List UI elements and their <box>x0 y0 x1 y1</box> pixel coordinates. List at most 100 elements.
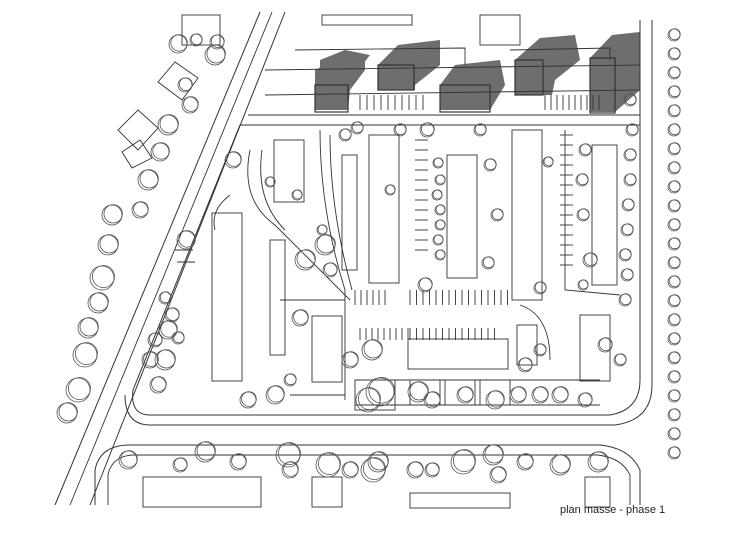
tree-canopy <box>434 204 446 216</box>
tree-canopy <box>239 391 257 409</box>
tree-canopy <box>667 427 681 441</box>
tree-canopy <box>542 156 554 168</box>
tree-canopy <box>582 252 598 268</box>
building-shadows <box>315 32 640 112</box>
tree-canopy <box>667 313 681 327</box>
tree-canopy <box>589 451 609 471</box>
tree-canopy <box>622 198 635 211</box>
tree-canopy <box>481 256 495 270</box>
tree-canopy <box>623 173 637 187</box>
tree-canopy <box>667 351 681 365</box>
tree-canopy <box>418 277 433 292</box>
tree-canopy <box>577 208 590 221</box>
tree-canopy <box>432 157 444 169</box>
tree-canopy <box>613 353 627 367</box>
tree-canopy <box>668 294 681 307</box>
tree-canopy <box>56 402 78 424</box>
internal-path <box>519 304 551 361</box>
tree-canopy <box>667 256 681 270</box>
tree-canopy <box>667 104 681 118</box>
tree-canopy <box>158 320 178 340</box>
road-edge <box>264 64 641 71</box>
tree-canopy <box>151 376 167 392</box>
tree-canopy <box>509 386 527 404</box>
tree-canopy <box>624 93 637 106</box>
tree-canopy <box>667 199 681 213</box>
tree-canopy <box>667 294 681 308</box>
building-h <box>407 338 509 370</box>
tree-canopy <box>315 452 341 478</box>
tree-canopy <box>369 451 389 471</box>
tree-canopy <box>485 390 505 410</box>
tree-canopy <box>491 208 504 221</box>
tree-canopy <box>283 373 297 387</box>
tree-canopy <box>626 123 639 136</box>
tree-canopy <box>408 461 424 477</box>
tree-canopy <box>172 457 188 473</box>
tree-canopy <box>614 353 627 366</box>
tree-canopy <box>101 204 123 226</box>
building-north-5 <box>589 57 616 114</box>
tree-canopy <box>620 268 634 282</box>
tree-canopy <box>323 262 338 277</box>
tree-canopy <box>317 452 341 475</box>
tree-canopy <box>667 332 681 346</box>
tree-canopy <box>667 85 681 99</box>
tree-canopy <box>196 441 216 461</box>
tree-canopy <box>489 466 507 484</box>
tree-canopy <box>420 122 435 137</box>
building-north-4 <box>514 59 544 96</box>
tree-canopy <box>231 453 247 469</box>
tree-canopy <box>576 173 589 186</box>
tree-canopy <box>667 389 681 403</box>
tree-canopy <box>668 275 681 288</box>
tree-canopy <box>229 453 247 471</box>
tree-canopy <box>149 376 167 394</box>
tree-canopy <box>178 230 196 248</box>
tree-canopy <box>267 385 285 403</box>
tree-canopy <box>435 204 446 215</box>
tree-canopy <box>621 198 635 212</box>
tree-canopy <box>668 199 681 212</box>
tree-canopy <box>551 454 571 474</box>
tree-canopy <box>75 342 98 365</box>
tree-canopy <box>531 386 549 404</box>
building-south-1 <box>142 476 262 508</box>
tree-canopy <box>177 77 193 93</box>
site-boundary <box>132 20 641 416</box>
tree-canopy <box>456 386 474 404</box>
tree-canopy <box>667 275 681 289</box>
tree-canopy <box>204 44 226 66</box>
tree-canopy <box>432 234 444 246</box>
tree-canopy <box>667 370 681 384</box>
tree-canopy <box>284 373 297 386</box>
house-left-2 <box>117 109 159 151</box>
tree-canopy <box>181 96 199 114</box>
tree-canopy <box>394 123 407 136</box>
tree-canopy <box>667 218 681 232</box>
road-edge <box>54 11 261 506</box>
tree-canopy <box>118 450 138 470</box>
tree-canopy <box>87 292 109 314</box>
tree-canopy <box>579 392 593 407</box>
road-edge <box>509 47 611 60</box>
tree-canopy <box>143 351 159 367</box>
tree-canopy <box>385 184 396 195</box>
internal-path <box>564 130 621 296</box>
tree-canopy <box>133 201 149 217</box>
tree-canopy <box>65 377 91 403</box>
tree-canopy <box>491 466 507 482</box>
building-j <box>516 324 538 366</box>
tree-canopy <box>355 387 381 413</box>
tree-canopy <box>210 34 225 49</box>
tree-canopy <box>543 156 554 167</box>
tree-canopy <box>484 444 504 464</box>
tree-canopy <box>482 256 495 269</box>
drawing-caption: plan masse - phase 1 <box>560 504 666 516</box>
tree-canopy <box>160 320 178 338</box>
tree-canopy <box>99 234 119 254</box>
tree-canopy <box>452 449 476 472</box>
tree-canopy <box>490 208 504 222</box>
tree-canopy <box>435 249 446 260</box>
tree-canopy <box>668 28 681 41</box>
